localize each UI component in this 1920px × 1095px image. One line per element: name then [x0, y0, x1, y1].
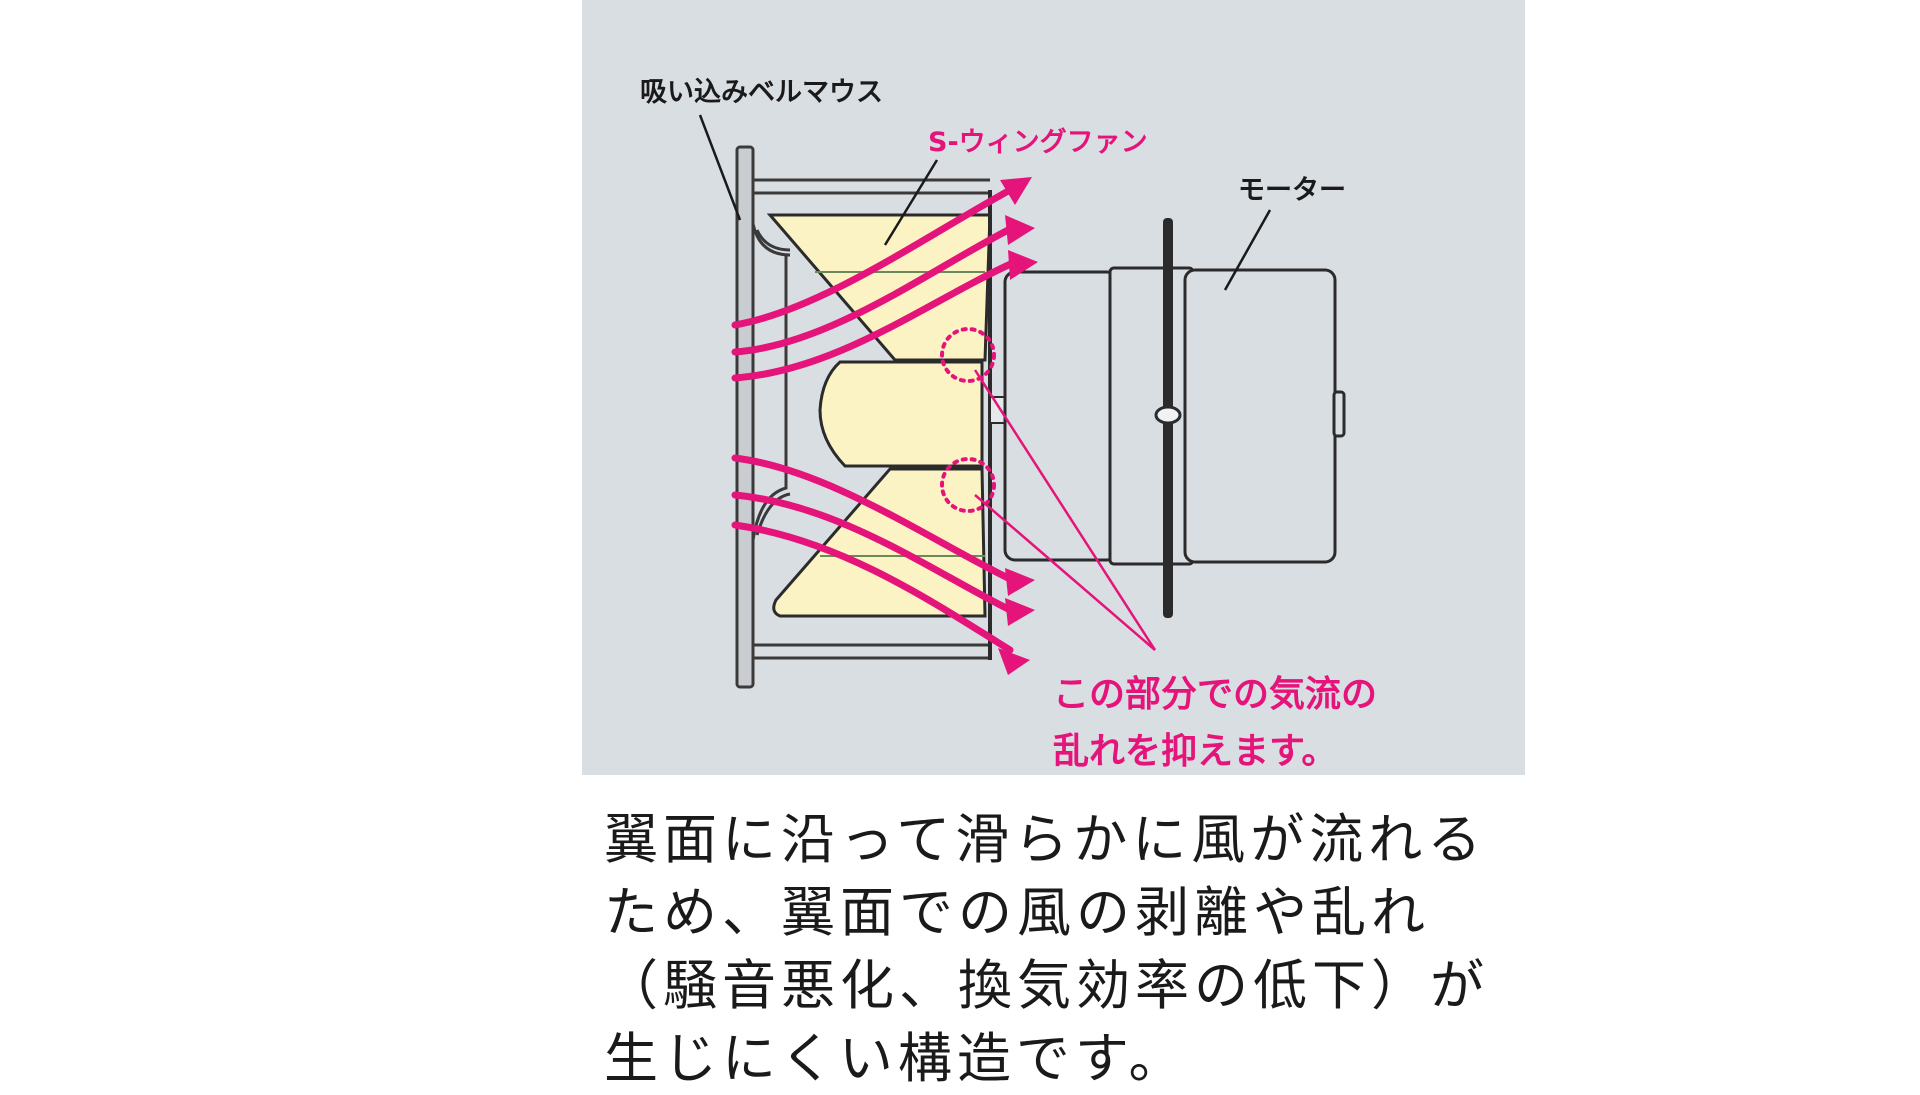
airflow-arrows: [731, 186, 1019, 654]
leader-lines: [698, 114, 1272, 291]
caption-line-3: （騒音悪化、換気効率の低下）が: [604, 954, 1489, 1017]
caption-line-2: ため、翼面での風の剥離や乱れ: [604, 881, 1430, 944]
bell-mouth-housing: [735, 145, 990, 689]
turbulence-annotation: この部分での気流の 乱れを抑えます。: [1053, 666, 1377, 780]
turbulence-zones: [940, 327, 996, 513]
annotation-line-1: この部分での気流の: [1053, 674, 1378, 715]
annotation-line-2: 乱れを抑えます。: [1053, 731, 1338, 772]
caption-line-4: 生じにくい構造です。: [604, 1027, 1188, 1090]
bell-mouth-leader-line: [698, 114, 742, 221]
caption-text: 翼面に沿って滑らかに風が流れる ため、翼面での風の剥離や乱れ （騒音悪化、換気効…: [604, 803, 1534, 1095]
upper-zone-circle: [940, 327, 996, 383]
motor-leader-line: [1223, 209, 1272, 291]
s-wing-fan: [766, 190, 1007, 660]
motor-label: モーター: [1238, 175, 1346, 206]
motor: [1003, 218, 1346, 618]
arrowheads: [998, 177, 1038, 675]
bell-mouth-label: 吸い込みベルマウス: [640, 77, 883, 108]
s-wing-fan-label: S-ウィングファン: [928, 127, 1148, 158]
fan-leader-line: [883, 159, 939, 246]
annotation-pointer-lines: [973, 369, 1157, 651]
caption-line-1: 翼面に沿って滑らかに風が流れる: [604, 808, 1487, 871]
lower-zone-circle: [940, 457, 996, 513]
